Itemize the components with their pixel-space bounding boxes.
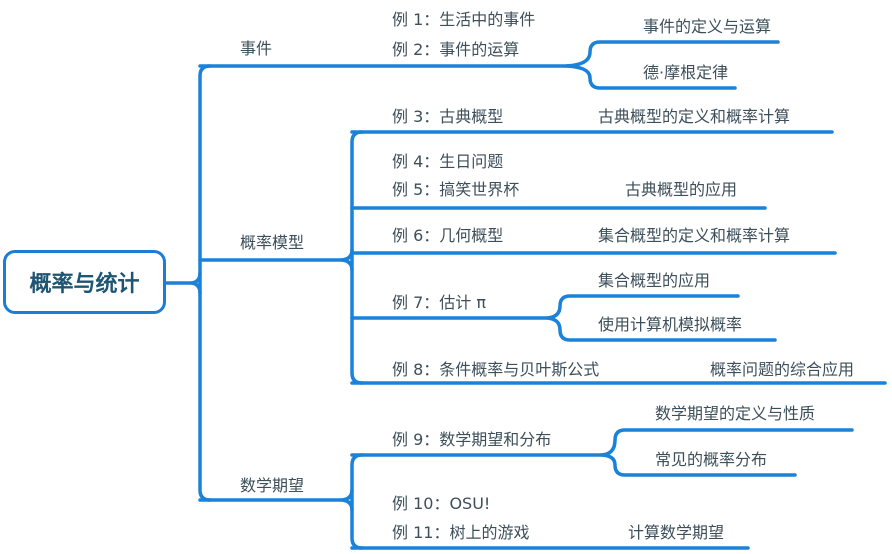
example-9[interactable]: 例 9：数学期望和分布 bbox=[392, 430, 552, 449]
events-line bbox=[198, 40, 780, 90]
models-bracket bbox=[350, 130, 364, 385]
example-2[interactable]: 例 2：事件的运算 bbox=[392, 40, 520, 59]
branch-events[interactable]: 事件 bbox=[240, 39, 273, 58]
example-4[interactable]: 例 4：生日问题 bbox=[392, 152, 504, 171]
example-6[interactable]: 例 6：几何概型 bbox=[392, 226, 504, 245]
topic-de-morgan[interactable]: 德·摩根定律 bbox=[643, 63, 729, 82]
main-bracket bbox=[198, 64, 212, 502]
example-10[interactable]: 例 10：OSU! bbox=[392, 494, 491, 513]
example-7[interactable]: 例 7：估计 π bbox=[392, 293, 486, 312]
example-3[interactable]: 例 3：古典概型 bbox=[392, 107, 504, 126]
topic-geometric-application[interactable]: 集合概型的应用 bbox=[598, 271, 711, 290]
example-5[interactable]: 例 5：搞笑世界杯 bbox=[392, 180, 520, 199]
topic-compute-expectation[interactable]: 计算数学期望 bbox=[628, 523, 725, 542]
root-connector bbox=[164, 271, 202, 295]
example-8[interactable]: 例 8：条件概率与贝叶斯公式 bbox=[392, 360, 600, 379]
example-11[interactable]: 例 11：树上的游戏 bbox=[392, 523, 530, 542]
topic-distributions[interactable]: 常见的概率分布 bbox=[655, 450, 768, 469]
example-1[interactable]: 例 1：生活中的事件 bbox=[392, 10, 536, 29]
topic-event-definition[interactable]: 事件的定义与运算 bbox=[643, 17, 772, 36]
branch-models[interactable]: 概率模型 bbox=[240, 233, 305, 252]
topic-expectation-definition[interactable]: 数学期望的定义与性质 bbox=[655, 404, 816, 423]
branch-expectation[interactable]: 数学期望 bbox=[240, 476, 305, 495]
topic-comprehensive[interactable]: 概率问题的综合应用 bbox=[710, 360, 855, 379]
expectation-bracket bbox=[350, 453, 364, 550]
ex7-line bbox=[350, 294, 777, 342]
topic-classical-definition[interactable]: 古典概型的定义和概率计算 bbox=[598, 107, 791, 126]
topic-geometric-definition[interactable]: 集合概型的定义和概率计算 bbox=[598, 226, 791, 245]
ex9-line bbox=[350, 428, 854, 477]
topic-classical-application[interactable]: 古典概型的应用 bbox=[625, 180, 738, 199]
root-node[interactable]: 概率与统计 bbox=[3, 250, 166, 314]
topic-computer-simulation[interactable]: 使用计算机模拟概率 bbox=[598, 315, 743, 334]
